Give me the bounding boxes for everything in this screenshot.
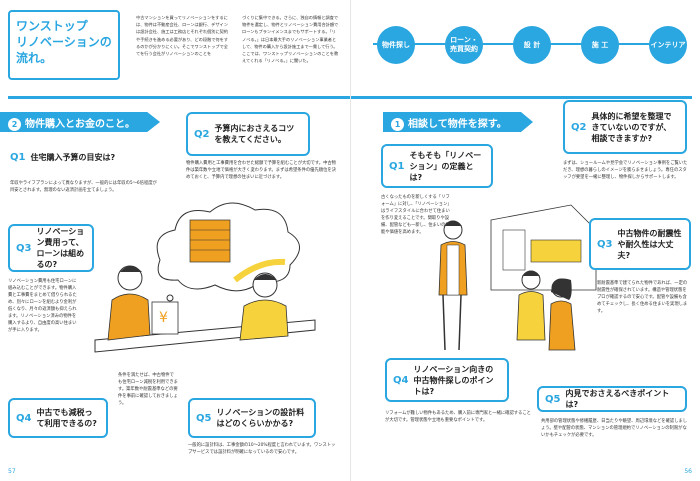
q-label: Q3 <box>597 238 613 250</box>
left-page: ワンストップ リノベーションの 流れ。 中古マンションを買ってリノベーションをす… <box>0 10 350 475</box>
q-text: 具体的に希望を整理できていないのですが、相談できますか? <box>591 111 672 143</box>
section-banner-2: 2 物件購入とお金のこと。 <box>0 112 160 132</box>
left-q1-body: 年収やライフプランによって異なりますが、一般的には年収の5〜6倍程度が目安とされ… <box>10 181 157 193</box>
q-text: そもそも「リノベーション」の定義とは? <box>409 150 482 182</box>
left-q4-body: 条件を満たせば、中古物件でも住宅ローン減税を利用できます。築年数や耐震基準などの… <box>118 373 178 406</box>
flow-step-interior: インテリア <box>649 26 687 64</box>
left-q3-box: Q3 リノベーション費用って、ローンは組めるの? <box>8 224 94 272</box>
left-q1-heading: Q1 住宅購入予算の目安は? <box>10 152 170 163</box>
right-q2-body: まずは、ショールームや見学会でリノベーション事例をご覧いただき、理想の暮らしのイ… <box>563 161 688 180</box>
right-q3-body: 新耐震基準で建てられた物件であれば、一定の耐震性が確保されています。構造や管理状… <box>597 281 688 314</box>
left-q5-body: 一般的に設計料は、工事金額の10〜20%程度と言われています。ワンストップサービ… <box>188 443 336 455</box>
left-q2-box: Q2 予算内におさえるコツを教えてください。 <box>186 112 310 156</box>
q-label: Q5 <box>545 393 561 405</box>
right-q1-body: 古くなったものを新しくする「リフォーム」に対し、「リノベーション」はライフスタイ… <box>381 195 452 235</box>
right-q5-box: Q5 内見でおさえるべきポイントは? <box>537 386 687 412</box>
spread-title-line3: 流れ。 <box>16 51 53 65</box>
left-q3-body: リノベーション費用も住宅ローンに組み込むことができます。物件購入費と工事費をまと… <box>8 279 77 333</box>
intro-text-a: 中古マンションを買ってリノベーションをするには、物件は不動産会社、ローンは銀行、… <box>136 15 229 57</box>
spread-title-line2: リノベーションの <box>16 35 112 49</box>
q-label: Q4 <box>393 374 409 386</box>
header-divider-right <box>351 96 692 99</box>
q-label: Q3 <box>16 242 32 254</box>
right-q5-body: 共用部の管理状態や修繕履歴、日当たりや眺望、周辺環境などを確認しましょう。壁や配… <box>541 419 688 438</box>
q-text: 内見でおさえるべきポイントは? <box>565 389 670 409</box>
section-banner-1: 1 相談して物件を探す。 <box>383 112 533 132</box>
page-number-left: 57 <box>8 468 16 475</box>
banner-number: 1 <box>391 118 404 131</box>
banner-number: 2 <box>8 118 21 131</box>
q-text: 予算内におさえるコツを教えてください。 <box>214 124 295 144</box>
q-text: リノベーション向きの中古物件探しのポイントは? <box>413 364 494 396</box>
q-text: 中古でも減税って利用できるの? <box>36 408 97 428</box>
intro-text-b: づくりに集中できる。さらに、独自の情報と調査で物件を選定し、物件とリノベーション… <box>242 15 339 64</box>
page-number-right: 56 <box>684 468 692 475</box>
process-flow: 物件探し ローン・売買契約 設 計 施 工 インテリア <box>359 24 695 64</box>
q-label: Q1 <box>10 152 26 163</box>
q-text: 住宅購入予算の目安は? <box>30 153 116 162</box>
banner-title: 物件購入とお金のこと。 <box>25 119 135 130</box>
right-q3-box: Q3 中古物件の耐震性や耐久性は大丈夫? <box>589 218 691 270</box>
flow-step-construction: 施 工 <box>581 26 619 64</box>
left-q2-body: 物件購入費用と工事費用を合わせた総額で予算を組むことが大切です。中古物件は築年数… <box>186 161 336 180</box>
q-label: Q5 <box>196 412 212 424</box>
q-label: Q2 <box>194 128 210 140</box>
flow-step-property-search: 物件探し <box>377 26 415 64</box>
left-q5-box: Q5 リノベーションの設計料はどのくらいかかる? <box>188 398 316 438</box>
q-text: 中古物件の耐震性や耐久性は大丈夫? <box>617 228 682 260</box>
svg-text:¥: ¥ <box>159 310 168 326</box>
right-q1-box: Q1 そもそも「リノベーション」の定義とは? <box>381 144 493 188</box>
header-divider <box>8 96 350 99</box>
property-tour-illustration <box>438 204 597 351</box>
q-label: Q2 <box>571 121 587 133</box>
right-q4-body: リフォームが難しい物件もあるため、購入前に専門家と一緒に確認することが大切です。… <box>385 411 531 423</box>
q-text: リノベーションの設計料はどのくらいかかる? <box>216 408 305 428</box>
spread-title-line1: ワンストップ <box>16 19 88 33</box>
right-q2-box: Q2 具体的に希望を整理できていないのですが、相談できますか? <box>563 100 687 154</box>
banner-title: 相談して物件を探す。 <box>408 119 507 130</box>
flow-step-design: 設 計 <box>513 26 551 64</box>
left-q4-box: Q4 中古でも減税って利用できるの? <box>8 398 108 438</box>
right-q4-box: Q4 リノベーション向きの中古物件探しのポイントは? <box>385 358 509 402</box>
flow-step-loan-contract: ローン・売買契約 <box>445 26 483 64</box>
q-text: リノベーション費用って、ローンは組めるの? <box>36 227 85 269</box>
consultation-illustration: ¥ <box>94 202 316 353</box>
q-label: Q4 <box>16 412 32 424</box>
q-label: Q1 <box>389 160 405 172</box>
spread-title-box: ワンストップ リノベーションの 流れ。 <box>8 10 120 80</box>
